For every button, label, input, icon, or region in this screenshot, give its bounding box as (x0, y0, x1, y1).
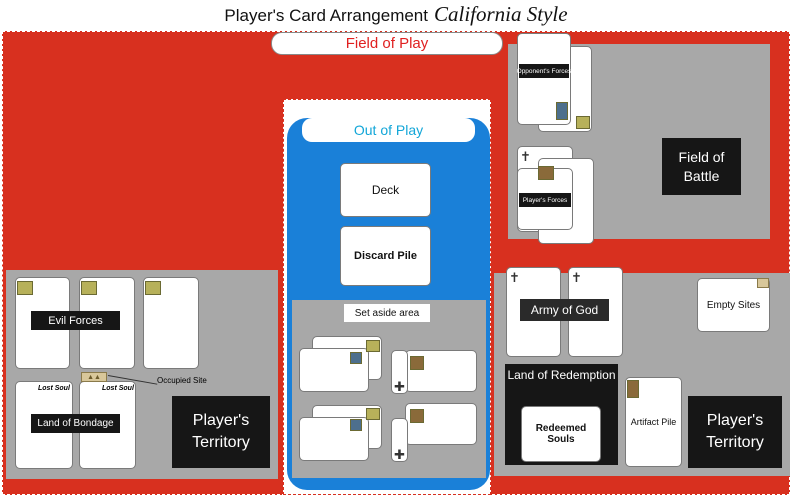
set-aside-label: Set aside area (344, 304, 430, 322)
title-style: California Style (433, 2, 568, 26)
land-of-redemption-label: Land of Redemption (507, 368, 616, 382)
card-art-icon (17, 281, 33, 295)
card-art-icon (366, 408, 380, 420)
card-art-icon (627, 380, 639, 398)
right-players-territory-label: Player's Territory (688, 396, 782, 468)
discard-pile-card: Discard Pile (340, 226, 431, 286)
set-aside-card (391, 350, 408, 394)
occupied-site-marker-icon: ▲▲ (81, 372, 107, 382)
title-main: Player's Card Arrangement (224, 6, 428, 25)
out-of-play-label: Out of Play (302, 118, 475, 142)
card-art-icon (556, 102, 568, 120)
opponents-forces-label: Opponent's Forces (517, 64, 571, 78)
lost-soul-2-label: Lost Soul (102, 385, 134, 392)
set-aside-card (391, 418, 408, 462)
diagram-title: Player's Card Arrangement California Styl… (0, 2, 792, 27)
left-players-territory-label: Player's Territory (172, 396, 270, 468)
card-art-icon (350, 419, 362, 431)
card-art-icon (350, 352, 362, 364)
players-forces-label: Player's Forces (519, 193, 571, 207)
deck-label: Deck (371, 183, 400, 197)
land-of-bondage-label: Land of Bondage (31, 414, 120, 433)
left-players-territory-text: Player's Territory (192, 412, 250, 451)
empty-sites-marker-icon (757, 278, 769, 288)
card-art-icon (410, 409, 424, 423)
field-of-battle-label: Field of Battle (662, 138, 741, 195)
cross-icon: ✚ (394, 447, 405, 462)
cross-icon: ✝ (571, 270, 582, 285)
card-art-icon (81, 281, 97, 295)
field-of-battle-text: Field of Battle (678, 148, 725, 184)
cross-icon: ✝ (509, 270, 520, 285)
right-players-territory-text: Player's Territory (706, 412, 764, 451)
redeemed-souls-label: Redeemed Souls (535, 423, 587, 445)
card-art-icon (366, 340, 380, 352)
card-art-icon (576, 116, 590, 129)
field-of-play-label: Field of Play (271, 32, 503, 55)
discard-pile-label: Discard Pile (354, 250, 417, 262)
redeemed-souls-card: Redeemed Souls (521, 406, 601, 462)
evil-forces-label: Evil Forces (31, 311, 120, 330)
artifact-pile-label: Artifact Pile (630, 417, 677, 427)
empty-sites-card: Empty Sites (697, 278, 770, 332)
empty-sites-label: Empty Sites (706, 299, 761, 311)
cross-icon: ✝ (520, 149, 531, 164)
card-art-icon (145, 281, 161, 295)
card-art-icon (538, 166, 554, 180)
cross-icon: ✚ (394, 379, 405, 394)
occupied-site-label: Occupied Site (157, 376, 207, 385)
lost-soul-1-label: Lost Soul (38, 385, 70, 392)
card-art-icon (410, 356, 424, 370)
deck-card: Deck (340, 163, 431, 217)
army-of-god-label: Army of God (520, 299, 609, 321)
